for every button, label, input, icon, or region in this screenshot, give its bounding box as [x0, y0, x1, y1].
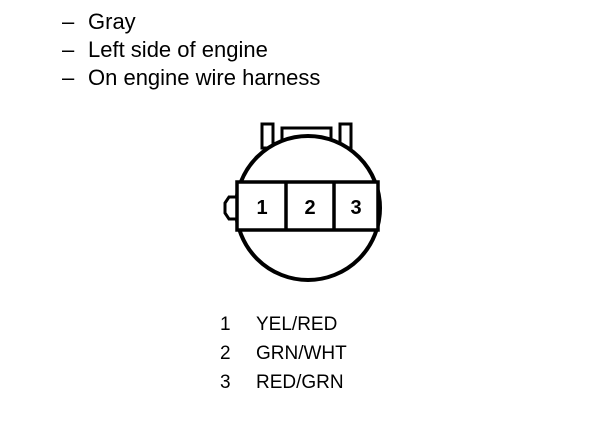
- pin-number: 2: [220, 343, 231, 364]
- connector-notes: –Gray –Left side of engine –On engine wi…: [62, 8, 320, 92]
- key-notch: [223, 195, 237, 221]
- pinout-row: 2 GRN/WHT: [220, 339, 347, 368]
- cavity-block: [235, 180, 380, 232]
- cavity-label: 1: [256, 197, 267, 219]
- note-text: Left side of engine: [88, 37, 268, 62]
- note-location: –Left side of engine: [62, 36, 320, 64]
- note-text: On engine wire harness: [88, 65, 321, 90]
- note-harness: –On engine wire harness: [62, 64, 320, 92]
- note-bullet: –: [62, 9, 75, 34]
- note-bullet: –: [62, 65, 75, 90]
- note-text: Gray: [88, 9, 136, 34]
- wire-color: GRN/WHT: [256, 343, 347, 364]
- pin-number: 1: [220, 314, 231, 335]
- pinout-table: 1 YEL/RED 2 GRN/WHT 3 RED/GRN: [220, 310, 347, 397]
- note-bullet: –: [62, 37, 75, 62]
- pinout-row: 3 RED/GRN: [220, 368, 347, 397]
- cavity-label: 3: [350, 197, 361, 219]
- note-color: –Gray: [62, 8, 320, 36]
- wire-color: RED/GRN: [256, 372, 344, 393]
- cavity-label: 2: [304, 197, 315, 219]
- pin-number: 3: [220, 372, 231, 393]
- wire-color: YEL/RED: [256, 314, 338, 335]
- pinout-row: 1 YEL/RED: [220, 310, 347, 339]
